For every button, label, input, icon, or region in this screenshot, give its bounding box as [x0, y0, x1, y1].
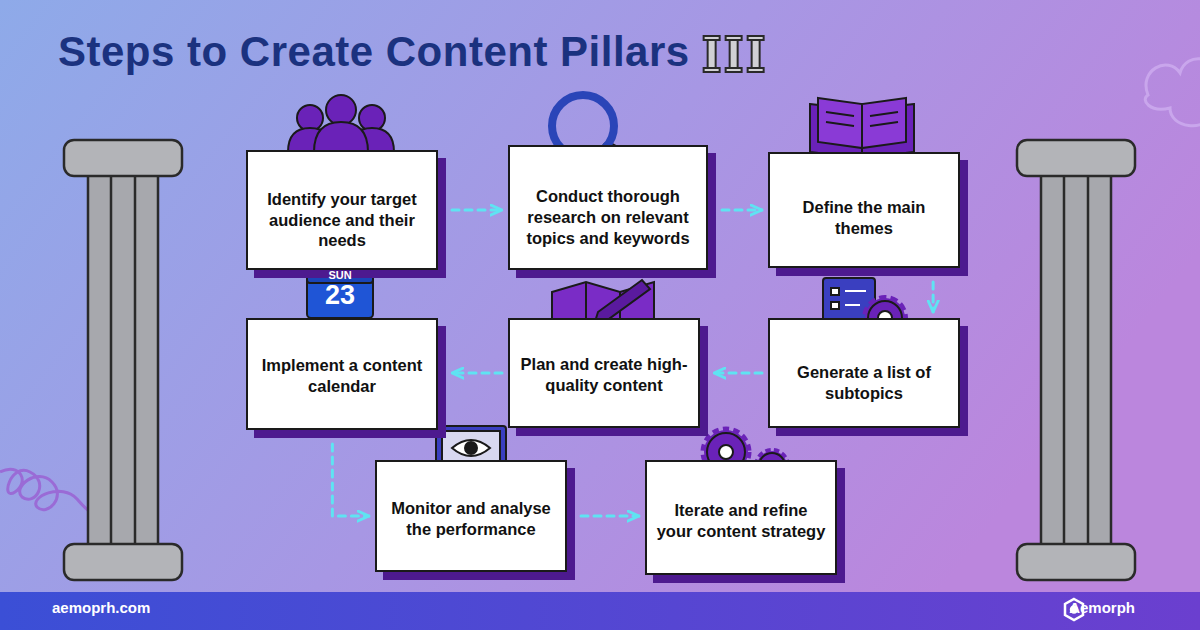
process-box: Iterate and refine your content strategy — [645, 460, 837, 575]
flow-arrow — [581, 515, 639, 518]
process-box: Generate a list of subtopics — [768, 318, 960, 428]
calendar-date: 23 — [325, 282, 355, 309]
process-box: Conduct thorough research on relevant to… — [508, 145, 708, 270]
brand-name: Aemorph — [1069, 600, 1135, 615]
step-text: Define the main themes — [778, 197, 950, 239]
step-text: Generate a list of subtopics — [778, 362, 950, 404]
flow-arrow — [932, 282, 935, 312]
book-icon — [810, 98, 914, 158]
flow-arrow — [452, 372, 502, 375]
step-text: Identify your target audience and their … — [256, 189, 428, 251]
cloud-doodle — [1145, 59, 1200, 126]
footer-bar — [0, 592, 1200, 630]
flow-arrow — [722, 209, 762, 212]
audience-icon — [288, 95, 394, 152]
flow-arrow — [332, 444, 369, 516]
title: Steps to Create Content Pillars — [58, 28, 690, 76]
process-box: Define the main themes — [768, 152, 960, 268]
title-pillars-icon — [704, 36, 764, 72]
process-box: Identify your target audience and their … — [246, 150, 438, 270]
step-text: Monitor and analyse the performance — [385, 498, 557, 540]
calendar-icon — [307, 263, 373, 318]
calendar-day: SUN — [328, 270, 351, 281]
website-url: aemoprh.com — [52, 600, 150, 615]
step-text: Implement a content calendar — [256, 355, 428, 397]
step-text: Conduct thorough research on relevant to… — [518, 186, 698, 248]
process-box: Implement a content calendar — [246, 318, 438, 430]
process-box: Monitor and analyse the performance — [375, 460, 567, 572]
step-text: Iterate and refine your content strategy — [655, 500, 827, 542]
process-box: Plan and create high-quality content — [508, 318, 700, 428]
flow-arrow — [714, 372, 762, 375]
flow-arrow — [452, 209, 502, 212]
step-text: Plan and create high-quality content — [518, 354, 690, 396]
pillar-left — [64, 140, 182, 580]
pillar-right — [1017, 140, 1135, 580]
